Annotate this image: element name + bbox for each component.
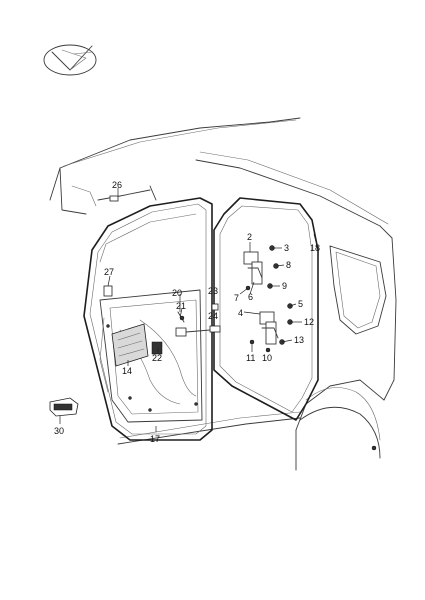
- label-10: 10: [262, 353, 272, 363]
- part-number-labels: 2 3 8 9 7 6 4 5 12 13 11 10 14 17 18 20 …: [54, 180, 320, 444]
- vehicle-body-outline: [49, 117, 397, 471]
- sound-insulation-panel: [111, 323, 149, 367]
- label-8: 8: [286, 260, 291, 270]
- label-6: 6: [248, 292, 253, 302]
- label-11: 11: [246, 353, 255, 363]
- label-5: 5: [298, 299, 303, 309]
- label-18: 18: [310, 243, 320, 253]
- lower-hinge: [249, 303, 293, 353]
- label-2: 2: [247, 232, 252, 242]
- label-21: 21: [176, 301, 186, 311]
- label-14: 14: [122, 366, 132, 376]
- roof-seal-part: [97, 185, 157, 202]
- label-27: 27: [104, 267, 114, 277]
- label-23: 23: [208, 286, 218, 296]
- sill-clip-part: [49, 397, 79, 417]
- label-13: 13: [294, 335, 304, 345]
- label-30: 30: [54, 426, 64, 436]
- label-20: 20: [172, 288, 182, 298]
- v-emblem-icon: [43, 44, 97, 76]
- door-bracket-part: [103, 285, 113, 297]
- label-4: 4: [238, 308, 243, 318]
- label-12: 12: [304, 317, 314, 327]
- label-22: 22: [152, 353, 162, 363]
- upper-hinge: [243, 245, 279, 291]
- door-lock-parts: [151, 303, 221, 355]
- rear-door-seal: [213, 197, 387, 421]
- label-9: 9: [282, 281, 287, 291]
- label-26: 26: [112, 180, 122, 190]
- label-leaders: [59, 188, 317, 432]
- label-24: 24: [208, 311, 218, 321]
- label-17: 17: [150, 434, 160, 444]
- label-3: 3: [284, 243, 289, 253]
- front-door-seal: [83, 197, 213, 441]
- label-7: 7: [234, 293, 239, 303]
- door-inner-panel: [99, 289, 203, 423]
